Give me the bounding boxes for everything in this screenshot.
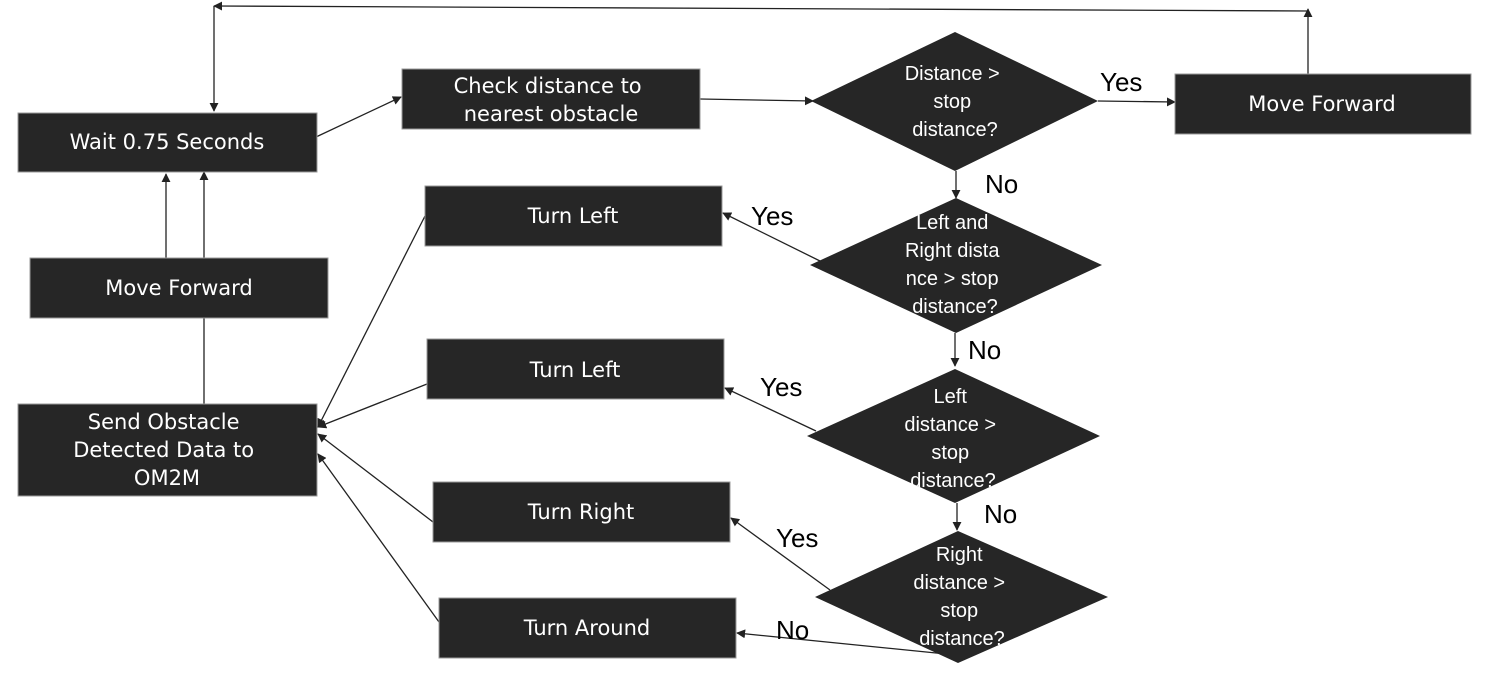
label-d3-no: No xyxy=(984,499,1017,529)
edge-labels: Yes No Yes No Yes No Yes No xyxy=(751,67,1142,645)
node-turn-around-text: Turn Around xyxy=(523,616,651,640)
label-d2-no: No xyxy=(968,335,1001,365)
decision-right: Right distance > stop distance? xyxy=(815,531,1108,663)
decision-left: Left distance > stop distance? xyxy=(807,369,1100,503)
edge-wait-to-check xyxy=(315,96,402,138)
node-turn-around: Turn Around xyxy=(438,597,737,659)
label-d1-yes: Yes xyxy=(1100,67,1142,97)
decision-left-right: Left and Right dista nce > stop distance… xyxy=(810,198,1102,333)
node-send-text: Send Obstacle Detected Data to OM2M xyxy=(73,410,261,490)
node-turn-left-1-text: Turn Left xyxy=(527,204,619,228)
label-d2-yes: Yes xyxy=(751,201,793,231)
edges xyxy=(161,1,1313,656)
decision-distance-text: Distance > stop distance? xyxy=(905,63,1006,141)
edge-d2-yes xyxy=(722,212,821,262)
node-turn-left-2: Turn Left xyxy=(426,338,725,400)
node-move-forward-right-text: Move Forward xyxy=(1248,92,1395,116)
label-d4-no: No xyxy=(776,615,809,645)
edge-turnleft2-to-send xyxy=(317,383,428,429)
label-d1-no: No xyxy=(985,169,1018,199)
node-wait: Wait 0.75 Seconds xyxy=(17,112,318,173)
edge-turnaround-to-send xyxy=(317,453,440,623)
node-move-forward-left-text: Move Forward xyxy=(105,276,252,300)
decision-left-text: Left distance > stop distance? xyxy=(904,386,1001,492)
node-move-forward-left: Move Forward xyxy=(29,257,329,319)
edge-turnright-to-send xyxy=(317,433,434,523)
node-send: Send Obstacle Detected Data to OM2M xyxy=(17,403,318,497)
label-d3-yes: Yes xyxy=(760,372,802,402)
node-turn-right-text: Turn Right xyxy=(527,500,635,524)
edge-d4-yes xyxy=(730,517,831,591)
node-turn-right: Turn Right xyxy=(432,481,731,543)
node-move-forward-right: Move Forward xyxy=(1174,73,1472,135)
node-check: Check distance to nearest obstacle xyxy=(401,68,701,130)
decision-distance: Distance > stop distance? xyxy=(811,32,1098,171)
decision-right-text: Right distance > stop distance? xyxy=(913,544,1010,650)
node-turn-left-1: Turn Left xyxy=(424,185,723,247)
decision-left-right-text: Left and Right dista nce > stop distance… xyxy=(905,212,1005,318)
label-d4-yes: Yes xyxy=(776,523,818,553)
edge-loop-top xyxy=(213,1,1309,12)
edge-check-to-decision xyxy=(699,96,814,106)
edge-d4-no xyxy=(736,629,957,656)
node-wait-text: Wait 0.75 Seconds xyxy=(70,130,265,154)
node-check-text: Check distance to nearest obstacle xyxy=(454,74,649,126)
edge-d3-yes xyxy=(724,387,817,432)
node-turn-left-2-text: Turn Left xyxy=(529,358,621,382)
edge-yes-move-forward xyxy=(1097,97,1176,107)
edge-turnleft1-to-send xyxy=(317,215,426,428)
